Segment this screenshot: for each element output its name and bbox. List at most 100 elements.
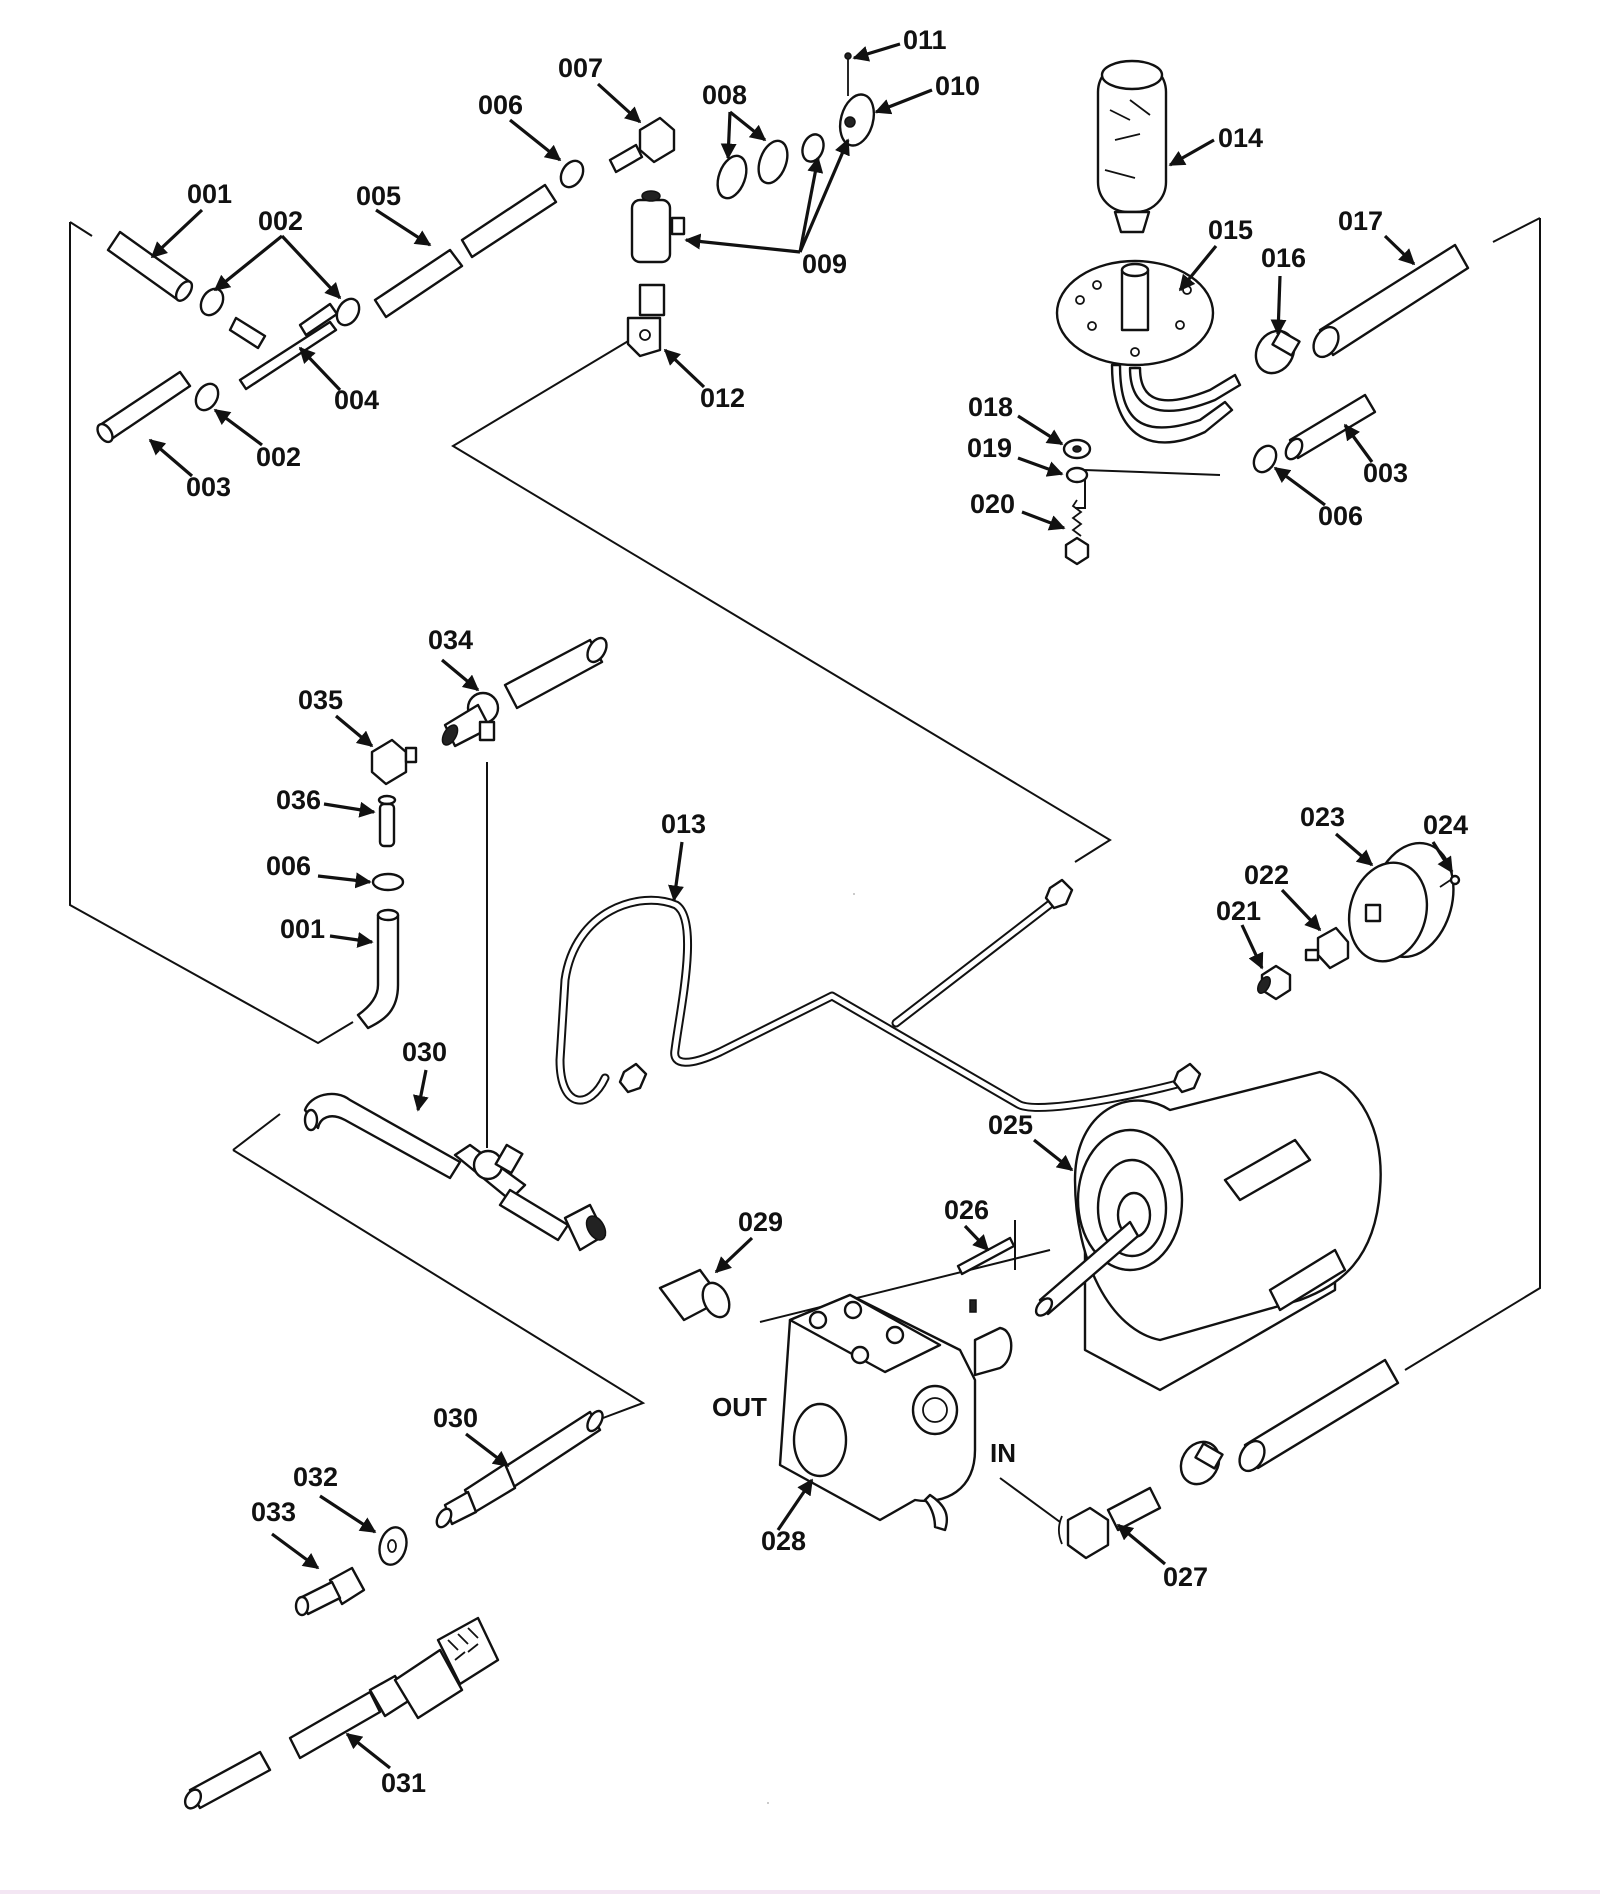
- quick-connect-plug-033[interactable]: [294, 1566, 366, 1617]
- barb-fitting-036[interactable]: [377, 794, 397, 848]
- hose-017-top[interactable]: [1308, 243, 1470, 361]
- callout-027: 027: [1116, 1523, 1208, 1592]
- callout-arrow: [684, 233, 801, 254]
- callout-030: 030: [433, 1403, 510, 1468]
- callout-031: 031: [345, 1732, 426, 1798]
- nipple-fitting-029[interactable]: [658, 1268, 734, 1322]
- callout-013: 013: [661, 809, 706, 902]
- compression-nut-021[interactable]: [1255, 964, 1292, 1001]
- hose-clamp-006-left[interactable]: [371, 872, 405, 892]
- callout-arrow: [1240, 924, 1264, 970]
- hose-017-bottom[interactable]: [1234, 1358, 1400, 1475]
- worm-clamp-016-top[interactable]: [1248, 324, 1301, 380]
- elbow-barb-fitting-027[interactable]: [1058, 1486, 1162, 1560]
- hose-001-top[interactable]: [106, 230, 195, 303]
- elbow-fitting-007[interactable]: [608, 116, 676, 174]
- callout-014: 014: [1168, 123, 1263, 167]
- callout-030: 030: [402, 1037, 447, 1112]
- callout-label: 006: [478, 90, 523, 120]
- callout-arrow: [668, 841, 684, 902]
- callout-label: 016: [1261, 243, 1306, 273]
- callout-008: 008: [702, 80, 767, 160]
- callout-label: 036: [276, 785, 321, 815]
- hose-clamp-006-right[interactable]: [1249, 442, 1280, 476]
- callout-arrow: [1383, 234, 1416, 266]
- callout-label: 001: [280, 914, 325, 944]
- tubing-line-013[interactable]: [555, 878, 1202, 1112]
- hose-coupler-031[interactable]: [182, 1616, 500, 1811]
- hose-clamp-002-top-left[interactable]: [196, 285, 227, 319]
- pressure-gauge-023[interactable]: [1338, 834, 1465, 971]
- callout-021: 021: [1216, 896, 1264, 970]
- callout-arrow: [1431, 841, 1454, 874]
- hose-clamp-002-bottom[interactable]: [191, 380, 222, 414]
- callout-006: 006: [478, 90, 562, 162]
- callout-label: 008: [702, 80, 747, 110]
- callout-023: 023: [1300, 802, 1374, 867]
- unloader-valve-034[interactable]: [439, 635, 610, 748]
- electric-motor-025[interactable]: [1033, 1070, 1382, 1392]
- hose-005[interactable]: [373, 183, 558, 319]
- callout-018: 018: [968, 392, 1064, 446]
- screw-024[interactable]: [1439, 874, 1461, 888]
- hose-clamp-002-top-right[interactable]: [332, 295, 363, 329]
- hose-003-right[interactable]: [1282, 393, 1377, 462]
- lock-washer-019[interactable]: [1065, 466, 1089, 484]
- barbed-tee-004[interactable]: [228, 302, 339, 391]
- callout-arrow: [776, 1478, 814, 1531]
- callout-label: 011: [903, 25, 947, 55]
- adapter-fitting-022[interactable]: [1304, 926, 1350, 970]
- callout-025: 025: [988, 1110, 1074, 1172]
- callout-arrow: [319, 1494, 377, 1534]
- callout-label: 030: [433, 1403, 478, 1433]
- callout-006: 006: [266, 851, 372, 889]
- callout-label: 029: [738, 1207, 783, 1237]
- nut-009[interactable]: [799, 131, 827, 164]
- callout-arrow: [329, 932, 374, 948]
- callout-019: 019: [967, 433, 1064, 477]
- callout-arrow: [375, 208, 432, 247]
- callout-arrow: [1334, 832, 1374, 867]
- knob-010[interactable]: [835, 91, 879, 150]
- callout-009: 009: [684, 138, 850, 279]
- hose-001-left[interactable]: [356, 908, 400, 1030]
- callout-arrow: [720, 111, 737, 160]
- filter-014[interactable]: [1096, 59, 1168, 234]
- bolt-020[interactable]: [1064, 499, 1090, 566]
- high-pressure-hose-030-top[interactable]: [303, 1092, 609, 1252]
- callout-001: 001: [280, 914, 374, 948]
- worm-clamp-016-bottom[interactable]: [1173, 1435, 1226, 1491]
- elbow-fitting-035[interactable]: [370, 738, 418, 786]
- callout-label: 028: [761, 1526, 806, 1556]
- callout-001: 001: [150, 179, 232, 259]
- washer-032[interactable]: [376, 1524, 411, 1567]
- washer-008-a[interactable]: [712, 152, 751, 202]
- callout-007: 007: [558, 53, 642, 124]
- tee-body-009[interactable]: [630, 190, 686, 264]
- block-fitting-012[interactable]: [626, 283, 666, 358]
- callout-label: 012: [700, 383, 745, 413]
- callout-label: 030: [402, 1037, 447, 1067]
- callout-label: 017: [1338, 206, 1383, 236]
- high-pressure-hose-030-bottom[interactable]: [434, 1408, 606, 1529]
- hose-clamp-006-top[interactable]: [556, 157, 587, 191]
- callout-arrow: [663, 348, 706, 389]
- callout-arrow: [1273, 466, 1326, 507]
- callout-label: 020: [970, 489, 1015, 519]
- callout-arrow: [1017, 414, 1064, 446]
- washer-018[interactable]: [1062, 438, 1092, 460]
- washer-008-b[interactable]: [753, 137, 792, 187]
- callout-arrow: [150, 208, 204, 259]
- callout-label: 015: [1208, 215, 1253, 245]
- callout-label: 033: [251, 1497, 296, 1527]
- shaft-key-026[interactable]: [956, 1236, 1016, 1276]
- pump-028[interactable]: [778, 1293, 1013, 1532]
- callout-024: 024: [1423, 810, 1468, 874]
- hose-003-left[interactable]: [94, 370, 192, 445]
- filter-mount-015[interactable]: [1055, 259, 1242, 444]
- set-screw-011[interactable]: [844, 52, 852, 96]
- callout-label: 018: [968, 392, 1013, 422]
- callout-028: 028: [761, 1478, 814, 1556]
- callout-arrow: [440, 658, 480, 692]
